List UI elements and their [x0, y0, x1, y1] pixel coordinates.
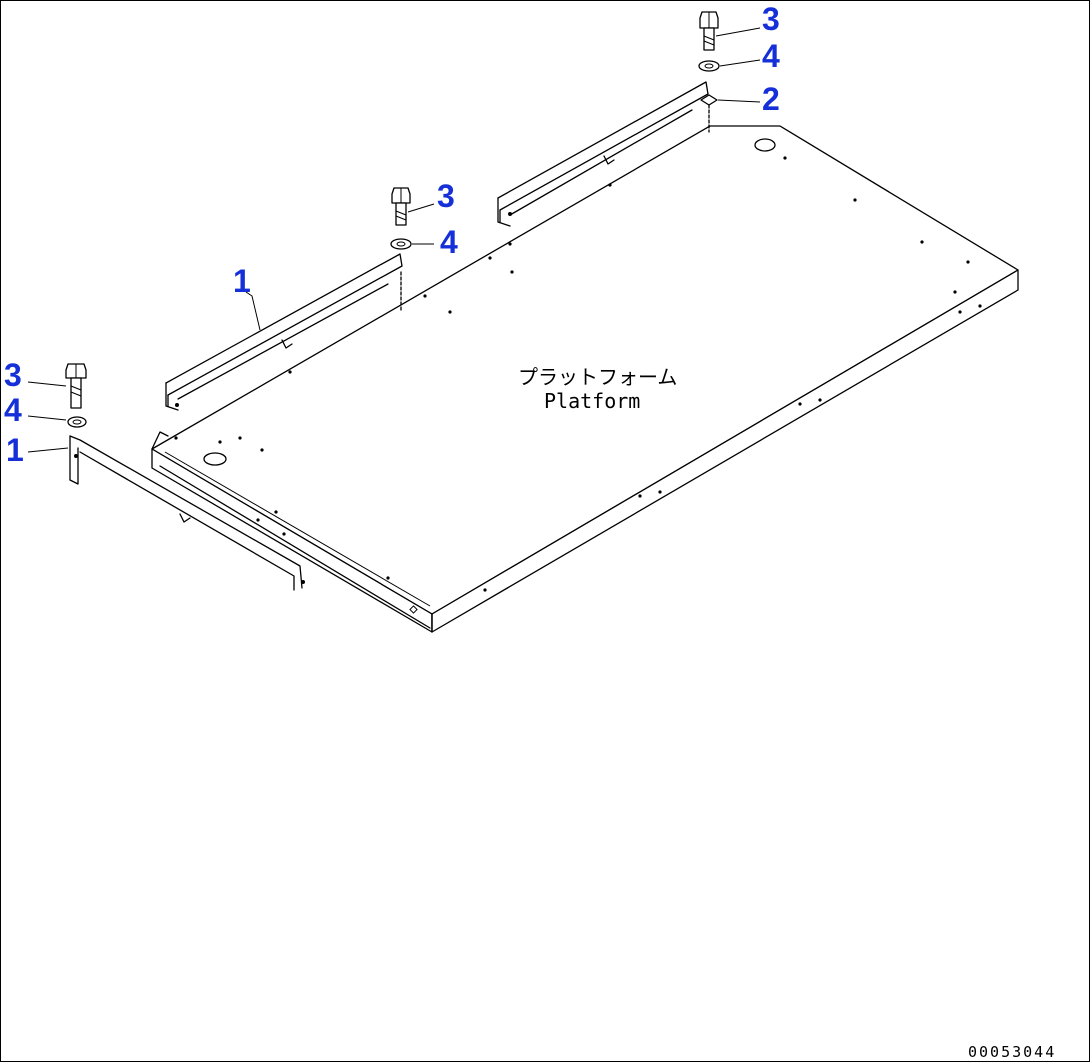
platform-panel: [151, 125, 1019, 633]
left-washer: [67, 416, 87, 428]
rear-nut: [700, 94, 718, 106]
left-bolt-assembly: [65, 363, 87, 428]
left-bracket-end: [69, 435, 79, 485]
platform-inner-edge: [164, 451, 431, 607]
callout-top-bracket: 2: [762, 81, 780, 117]
drawing-code: 00053044: [968, 1043, 1056, 1061]
left-bracket-outer: [69, 435, 303, 589]
platform-label-en: Platform: [544, 389, 640, 413]
callout-left-bolt: 3: [4, 357, 22, 393]
left-bolt-shank: [70, 377, 82, 409]
leader-lines: [27, 27, 761, 453]
middle-bolt-shank: [395, 202, 407, 226]
rear-washer: [698, 60, 720, 72]
callout-left-bracket: 1: [6, 432, 24, 468]
access-hole-front: [203, 452, 227, 466]
callout-mid-bolt: 3: [437, 178, 455, 214]
middle-bolt-assembly: [390, 187, 412, 311]
callout-top-washer: 4: [762, 38, 780, 74]
side-face-holes: [483, 304, 982, 592]
front-face-holes: [256, 510, 418, 614]
callout-mid-bracket: 1: [233, 263, 251, 299]
top-face-holes: [174, 156, 970, 452]
middle-washer: [390, 238, 412, 250]
callout-top-bolt: 3: [762, 1, 780, 37]
rear-bracket: [497, 81, 709, 227]
platform-label-jp: プラットフォーム: [518, 365, 677, 389]
rear-bolt-shank: [703, 27, 715, 51]
middle-bracket: [165, 253, 403, 411]
front-bottom-edge: [159, 465, 431, 629]
platform-notch: [151, 431, 169, 450]
middle-bracket-end: [165, 382, 179, 411]
rear-bolt-assembly: [698, 11, 720, 133]
left-bracket: [69, 435, 305, 591]
middle-bracket-top: [165, 253, 403, 396]
callout-left-washer: 4: [4, 392, 22, 428]
rear-bracket-end: [497, 197, 511, 227]
callout-mid-washer: 4: [440, 224, 458, 260]
rear-bracket-lip: [509, 109, 693, 216]
rear-bracket-top: [497, 81, 709, 211]
access-hole-rear: [754, 138, 776, 152]
